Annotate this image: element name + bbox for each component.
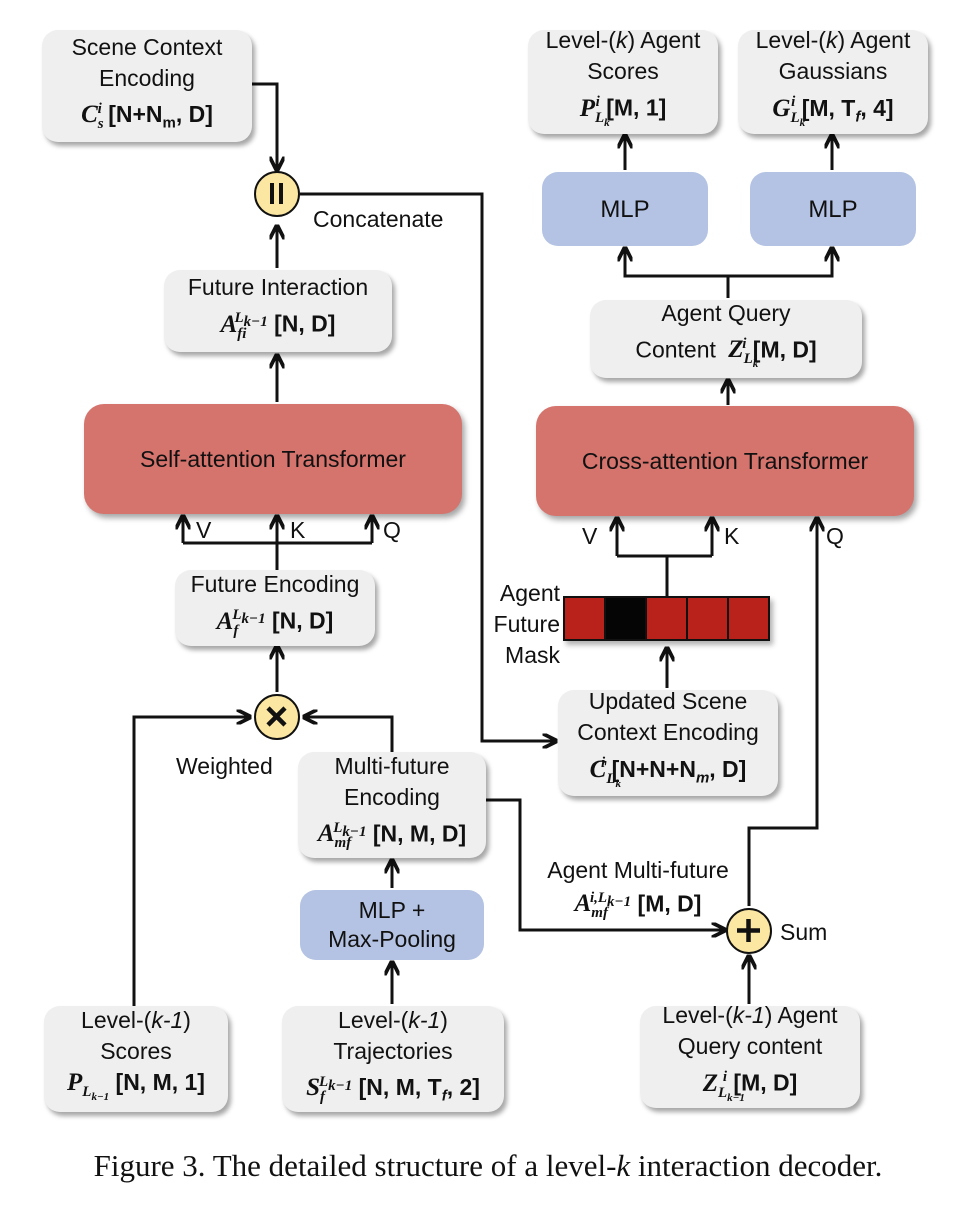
edge-mf-to-weighted: [304, 717, 394, 752]
edge-concat-to-updated: [300, 192, 556, 741]
node-title: Level-(k) Agent: [755, 27, 911, 54]
agent-query-content-node: Agent Query Content ZLki [M, D]: [590, 300, 862, 378]
node-title-2: Scores: [100, 1038, 172, 1064]
edge-scores-to-weighted: [132, 717, 250, 1006]
label-line-3: Mask: [505, 642, 560, 668]
edge-scene-to-concat: [252, 82, 277, 170]
mask-cell: [606, 598, 647, 639]
node-title: Level-(k-1) Agent: [662, 1002, 838, 1029]
agent-scores-output-node: Level-(k) Agent Scores PLki [M, 1]: [528, 27, 718, 134]
node-title-2: Gaussians: [778, 58, 888, 85]
node-title: Updated Scene: [588, 688, 748, 715]
node-formula: AmfLk−1 [N, M, D]: [317, 819, 467, 852]
weighted-label: Weighted: [176, 753, 273, 779]
label-formula: Amfi,Lk−1 [M, D]: [574, 890, 702, 922]
node-title-2: Max-Pooling: [328, 926, 456, 952]
node-formula: AfiLk−1 [N, D]: [220, 310, 336, 342]
node-title-2: Context Encoding: [577, 719, 759, 746]
node-formula: AfLk−1 [N, D]: [216, 607, 334, 639]
concatenate-label: Concatenate: [313, 206, 444, 232]
node-title: Multi-future: [334, 752, 450, 779]
multiply-icon: [254, 694, 300, 740]
node-title-2: Encoding: [99, 64, 195, 91]
level-prev-trajectories-node: Level-(k-1) Trajectories SfLk−1 [N, M, T…: [282, 1006, 504, 1112]
node-title: Scene Context: [71, 33, 223, 60]
mlp-gaussians-node: MLP: [750, 172, 916, 246]
scene-context-encoding-node: Scene Context Encoding Csi [N+Nm, D]: [42, 30, 252, 142]
sum-icon: [726, 908, 772, 954]
q-left-label: Q: [383, 517, 401, 543]
multi-future-encoding-node: Multi-future Encoding AmfLk−1 [N, M, D]: [298, 752, 486, 858]
node-title-2: Trajectories: [333, 1037, 453, 1064]
label-line-2: Future: [493, 611, 560, 637]
node-title-2: Encoding: [344, 783, 440, 810]
node-formula: CLki [N+N+Nm, D]: [589, 755, 747, 790]
mask-cell: [729, 598, 768, 639]
level-prev-scores-node: Level-(k-1) Scores PLk−1 [N, M, 1]: [44, 1006, 228, 1112]
edge-aq-to-mlps: [623, 248, 834, 298]
node-formula: PLki [M, 1]: [579, 94, 667, 129]
agent-multi-future-label: Agent Multi-future Amfi,Lk−1 [M, D]: [532, 856, 744, 927]
k-left-label: K: [290, 517, 306, 543]
future-interaction-node: Future Interaction AfiLk−1 [N, D]: [164, 270, 392, 352]
node-title-2: Query content: [677, 1033, 823, 1060]
mlp-maxpool-node: MLP + Max-Pooling: [300, 890, 484, 960]
level-prev-query-node: Level-(k-1) Agent Query content ZLk−1i […: [640, 1002, 860, 1108]
node-title: MLP: [600, 195, 650, 223]
node-title: Agent Query: [661, 299, 791, 326]
sum-label: Sum: [780, 919, 828, 945]
node-title-2: Scores: [587, 58, 659, 85]
edge-mask-to-vk: [615, 518, 714, 596]
mask-cell: [565, 598, 606, 639]
node-formula: Content ZLki [M, D]: [635, 335, 817, 371]
node-title: Level-(k-1): [81, 1007, 191, 1033]
node-title: Future Interaction: [187, 274, 369, 301]
agent-gaussians-output-node: Level-(k) Agent Gaussians GLki [M, Tf, 4…: [738, 27, 928, 134]
mask-cell: [688, 598, 729, 639]
cross-attention-transformer-node: Cross-attention Transformer: [536, 406, 914, 516]
q-right-label: Q: [826, 523, 844, 549]
k-right-label: K: [724, 523, 740, 549]
mlp-scores-node: MLP: [542, 172, 708, 246]
self-attention-transformer-node: Self-attention Transformer: [84, 404, 462, 514]
node-title: Future Encoding: [190, 571, 360, 598]
node-title: MLP +: [358, 897, 426, 923]
node-title: Level-(k) Agent: [545, 27, 701, 54]
agent-future-mask-label: Agent Future Mask: [478, 578, 560, 671]
node-formula: ZLk−1i [M, D]: [702, 1069, 798, 1104]
node-title: Self-attention Transformer: [140, 445, 406, 472]
node-title: MLP: [808, 195, 858, 223]
future-encoding-node: Future Encoding AfLk−1 [N, D]: [175, 570, 375, 646]
label-line-1: Agent: [499, 580, 560, 606]
label-title: Agent Multi-future: [547, 857, 729, 883]
node-formula: GLki [M, Tf, 4]: [772, 94, 894, 129]
agent-future-mask: [563, 596, 770, 641]
concatenate-icon: [254, 171, 300, 217]
v-left-label: V: [196, 517, 212, 543]
node-title: Cross-attention Transformer: [581, 447, 869, 474]
v-right-label: V: [582, 523, 598, 549]
mask-cell: [647, 598, 688, 639]
node-formula: PLk−1 [N, M, 1]: [67, 1069, 205, 1103]
node-title: Level-(k-1): [338, 1006, 448, 1033]
updated-scene-context-node: Updated Scene Context Encoding CLki [N+N…: [558, 688, 778, 796]
node-formula: SfLk−1 [N, M, Tf, 2]: [306, 1073, 480, 1106]
edge-mf-to-sum: [486, 798, 725, 930]
figure-caption: Figure 3. The detailed structure of a le…: [93, 1148, 883, 1183]
edge-sum-to-q: [747, 518, 817, 906]
node-formula: Csi [N+Nm, D]: [81, 100, 213, 133]
